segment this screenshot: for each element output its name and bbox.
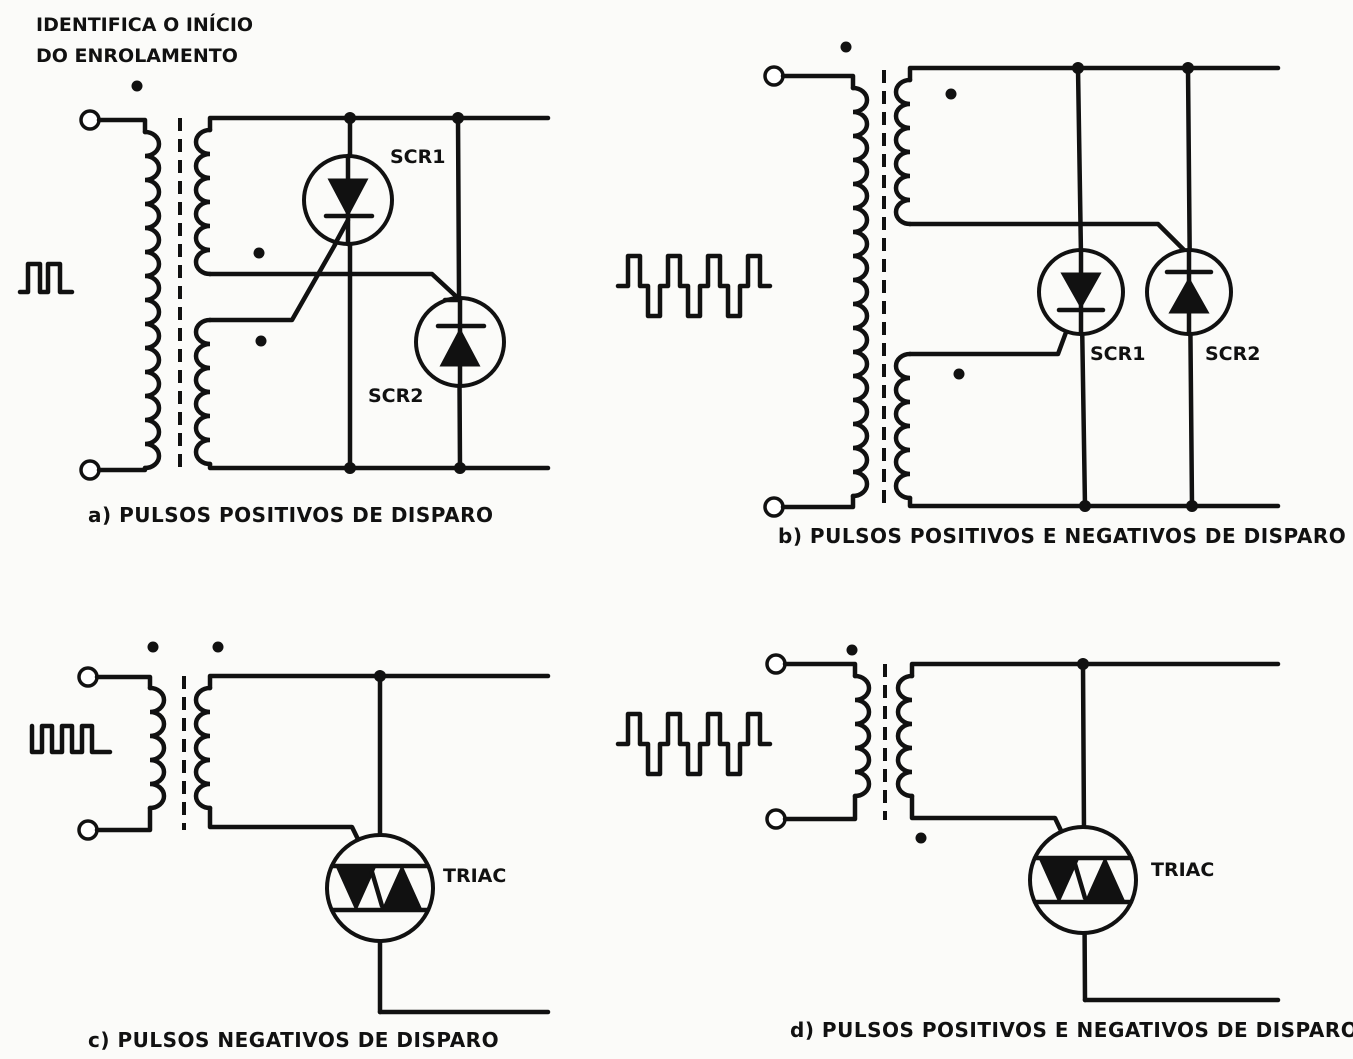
caption-a: a) PULSOS POSITIVOS DE DISPARO <box>88 503 493 527</box>
input-terminal-top <box>765 653 787 675</box>
input-terminal-bottom <box>763 496 785 518</box>
panel-d: TRIAC d) PULSOS POSITIVOS E NEGATIVOS DE… <box>615 644 1353 1042</box>
panel-b: SCR1 SCR2 b) PULSOS POSITIVOS E NEGATIVO… <box>615 41 1346 548</box>
scr2-label: SCR2 <box>368 385 423 407</box>
secondary-winding <box>895 673 915 799</box>
pulse-train-bipolar <box>615 253 773 319</box>
scr2-symbol <box>1145 247 1233 337</box>
polarity-dot <box>255 335 267 347</box>
winding-start-dot <box>846 644 858 656</box>
polarity-dot <box>212 641 224 653</box>
triac-label: TRIAC <box>1151 859 1214 881</box>
caption-c: c) PULSOS NEGATIVOS DE DISPARO <box>88 1028 499 1052</box>
scr2-label: SCR2 <box>1205 343 1260 365</box>
scr1-symbol <box>1037 247 1125 337</box>
pulse-train-bipolar <box>615 711 773 777</box>
primary-winding <box>852 673 872 799</box>
pulse-train-negative <box>29 723 113 755</box>
scr1-label: SCR1 <box>390 146 445 168</box>
polarity-dot <box>915 832 927 844</box>
input-terminal-top <box>77 666 99 688</box>
triac-label: TRIAC <box>443 865 506 887</box>
caption-b: b) PULSOS POSITIVOS E NEGATIVOS DE DISPA… <box>778 524 1346 548</box>
annotation-line-1: IDENTIFICA O INÍCIO <box>36 13 253 36</box>
winding-start-dot <box>840 41 852 53</box>
scr1-symbol <box>302 153 394 247</box>
secondary-winding-2 <box>193 317 213 467</box>
scr2-symbol <box>414 295 506 389</box>
polarity-dot <box>253 247 265 259</box>
pulse-train-positive <box>17 261 75 295</box>
secondary-winding-1 <box>893 77 913 227</box>
winding-start-dot <box>131 80 143 92</box>
primary-winding <box>147 685 167 811</box>
secondary-winding <box>193 685 213 811</box>
primary-winding <box>142 129 162 471</box>
scr1-label: SCR1 <box>1090 343 1145 365</box>
panel-c: TRIAC c) PULSOS NEGATIVOS DE DISPARO <box>29 641 551 1052</box>
annotation-line-2: DO ENROLAMENTO <box>36 45 238 67</box>
primary-winding <box>850 85 870 499</box>
secondary-winding-1 <box>193 127 213 277</box>
input-terminal-top <box>79 109 101 131</box>
input-terminal-bottom <box>765 808 787 830</box>
secondary-winding-2 <box>893 351 913 501</box>
winding-start-dot <box>147 641 159 653</box>
triac-symbol <box>1028 825 1138 935</box>
polarity-dot <box>945 88 957 100</box>
caption-d: d) PULSOS POSITIVOS E NEGATIVOS DE DISPA… <box>790 1018 1353 1042</box>
input-terminal-bottom <box>79 459 101 481</box>
input-terminal-top <box>763 65 785 87</box>
polarity-dot <box>953 368 965 380</box>
input-terminal-bottom <box>77 819 99 841</box>
panel-a: SCR1 SCR2 a) PULSOS POSITIVOS DE DISPARO <box>17 80 551 527</box>
triac-symbol <box>325 833 435 943</box>
